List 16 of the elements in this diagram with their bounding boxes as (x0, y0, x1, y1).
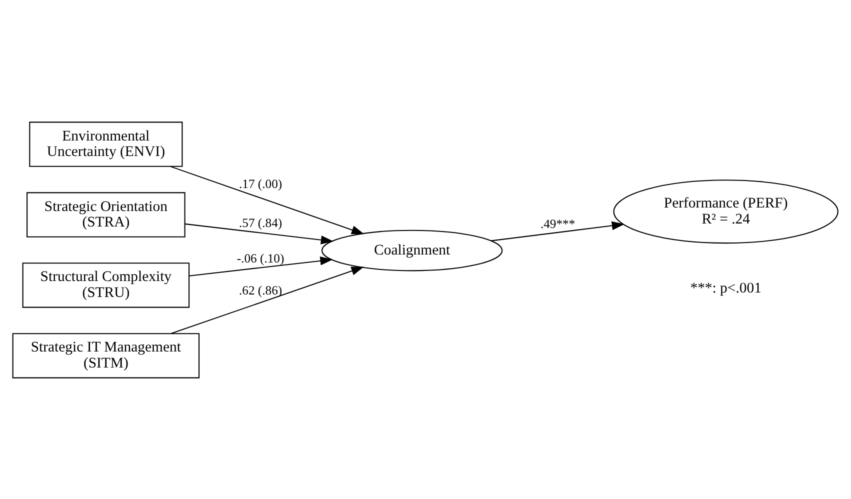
node-box: Structural Complexity (STRU) (22, 262, 190, 308)
node-box: Strategic IT Management (SITM) (12, 332, 200, 378)
node-ellipse: Performance (PERF) R² = .24 (613, 179, 838, 244)
edge-label: .17 (.00) (239, 176, 282, 191)
arrow (490, 220, 625, 241)
edge-label: -.06 (.10) (236, 251, 284, 266)
arrow (184, 222, 334, 244)
node-box: Environmental Uncertainty (ENVI) (29, 121, 183, 166)
arrow (170, 165, 364, 234)
edge-label: .49*** (540, 216, 576, 231)
node-box: Strategic Orientation (STRA) (26, 192, 186, 237)
edge-label: .62 (.86) (239, 282, 282, 297)
arrow (170, 266, 364, 334)
arrow (189, 256, 333, 276)
edge-label: .57 (.84) (239, 215, 282, 230)
label: ***: p<.001 (690, 280, 762, 296)
